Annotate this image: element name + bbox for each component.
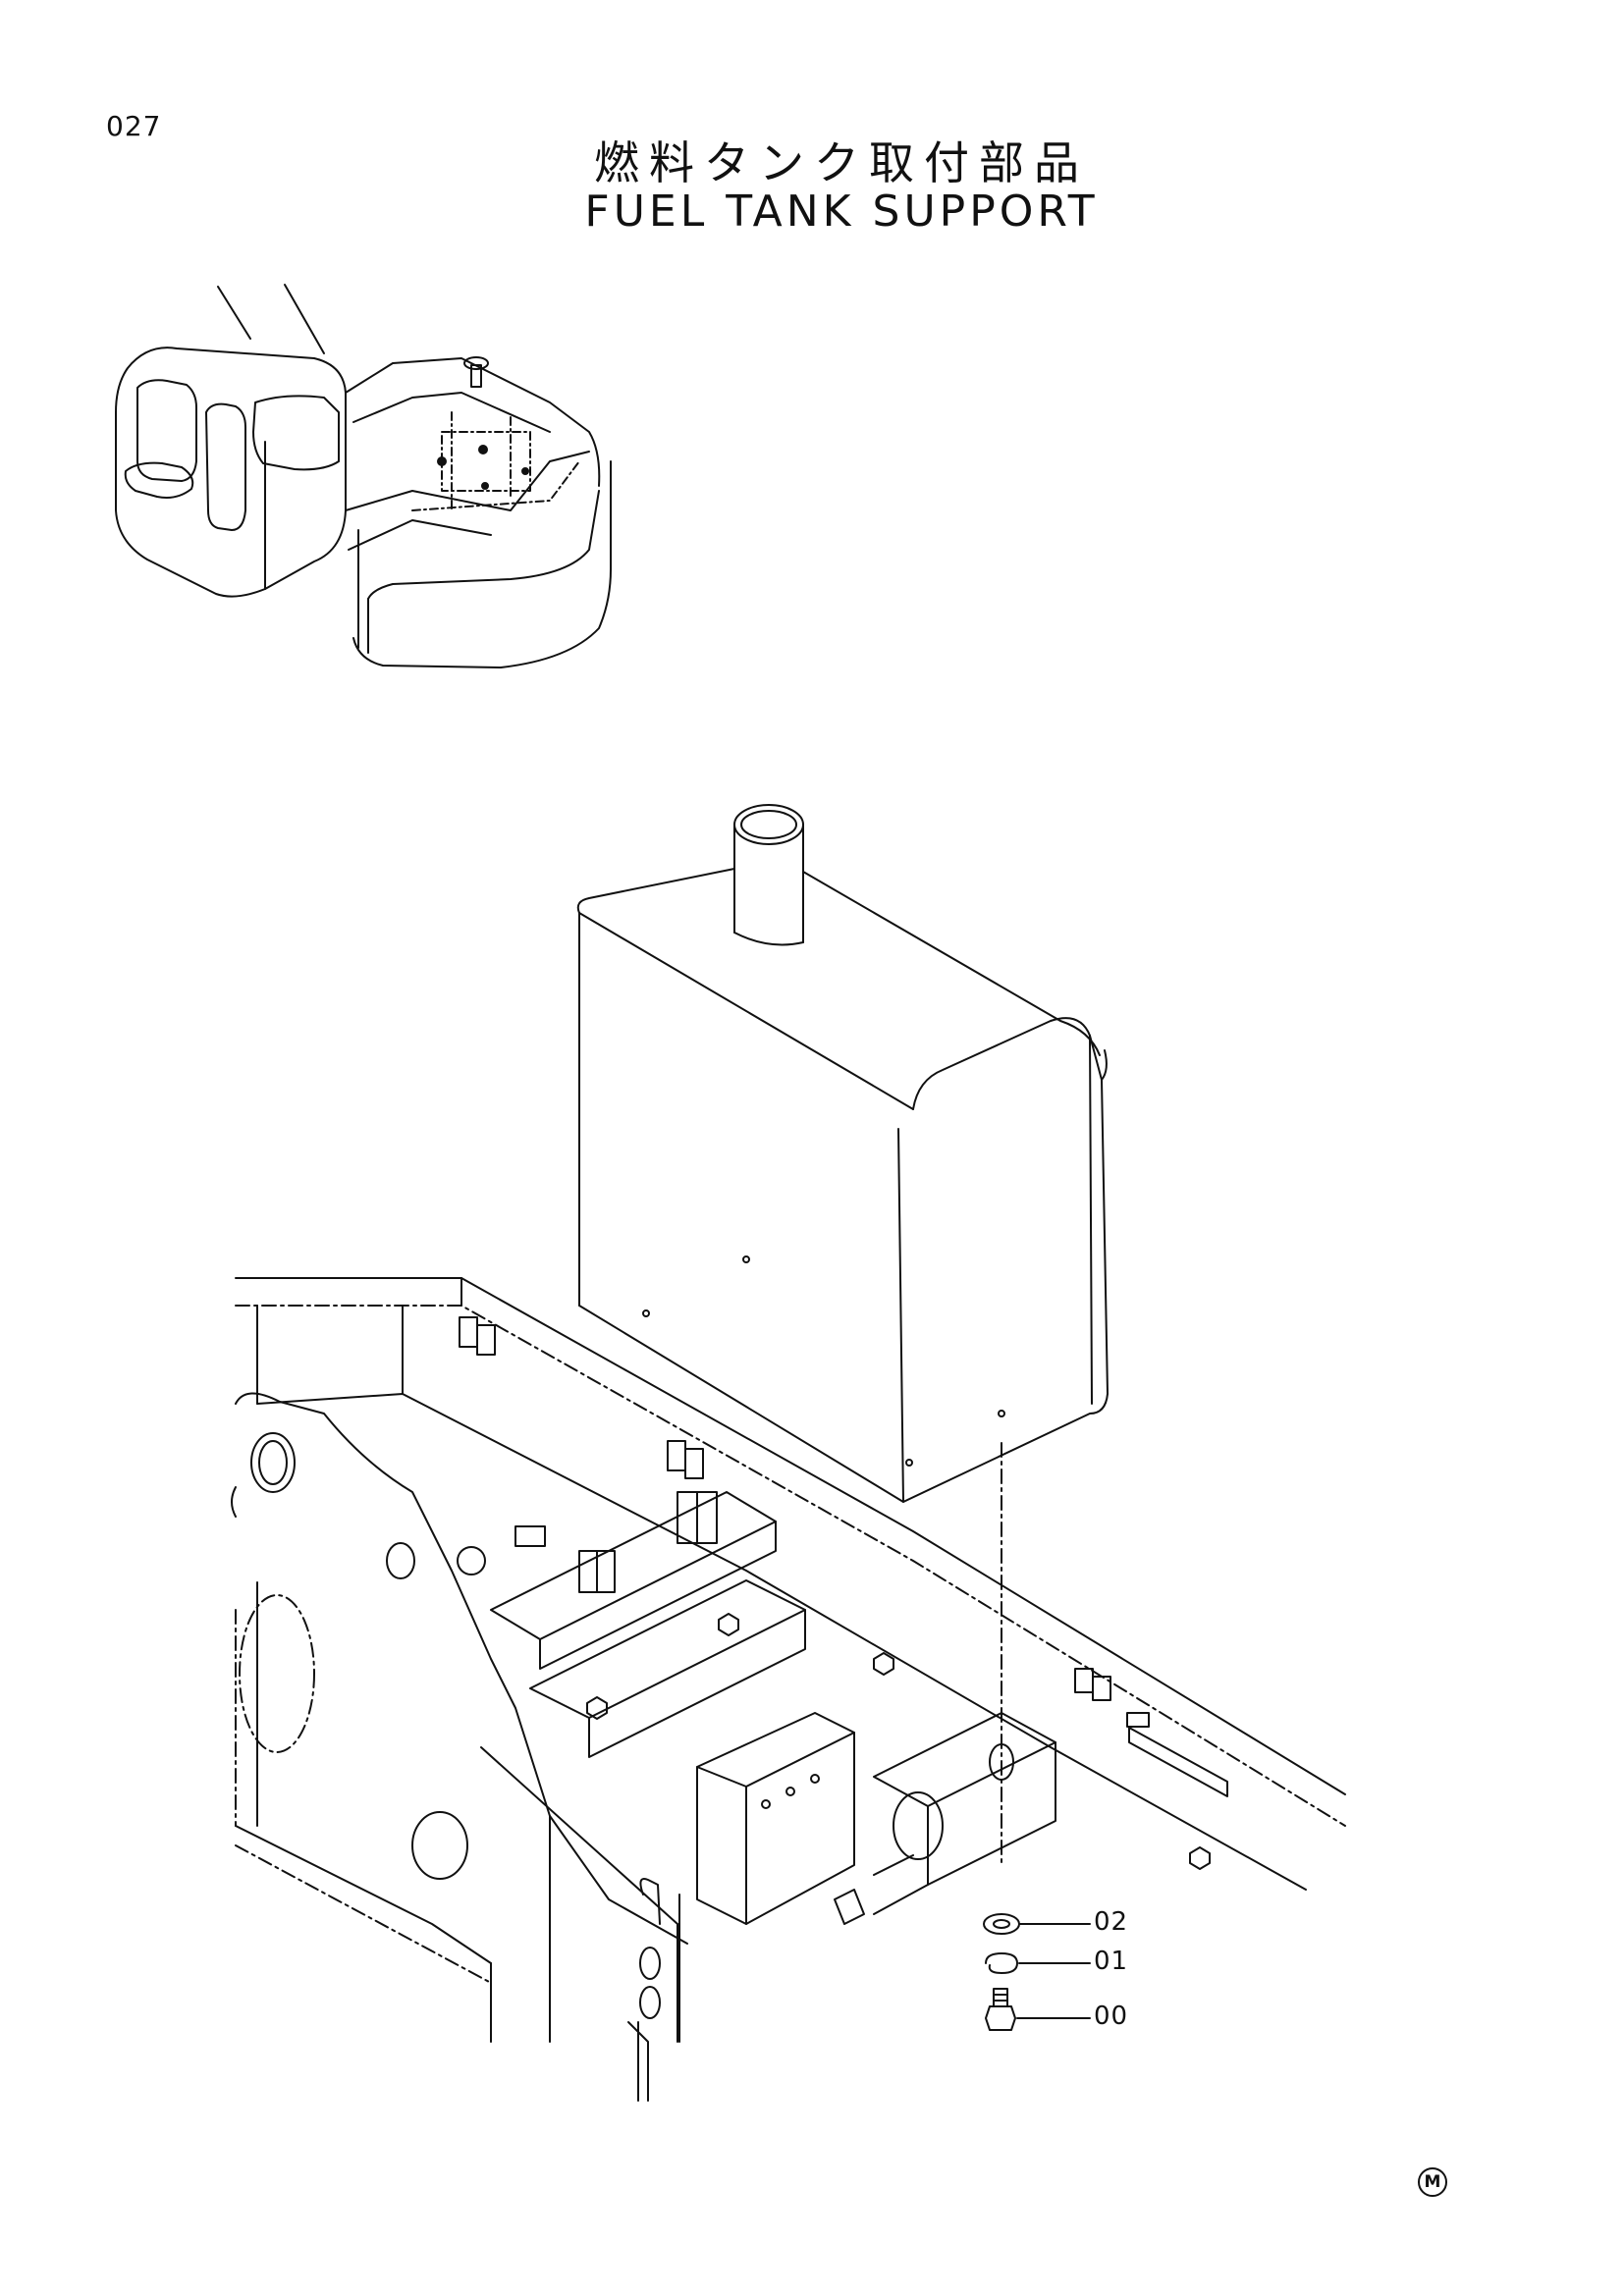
callout-label-00: 00 xyxy=(1094,2002,1129,2031)
callout-label-01: 01 xyxy=(1094,1947,1129,1976)
fuel-tank xyxy=(576,804,1109,1503)
excavator-overview-illustration xyxy=(115,284,612,668)
page-number: 027 xyxy=(106,110,162,142)
title-english: FUEL TANK SUPPORT xyxy=(584,187,1099,237)
upper-frame xyxy=(231,1277,1346,2102)
model-marker-icon: M xyxy=(1418,2167,1447,2197)
fastener-bolt xyxy=(985,1988,1091,2031)
fastener-washer xyxy=(983,1913,1091,1935)
fastener-spring-washer xyxy=(985,1952,1091,1974)
callout-label-02: 02 xyxy=(1094,1907,1129,1937)
title-japanese: 燃料タンク取付部品 xyxy=(594,136,1089,189)
